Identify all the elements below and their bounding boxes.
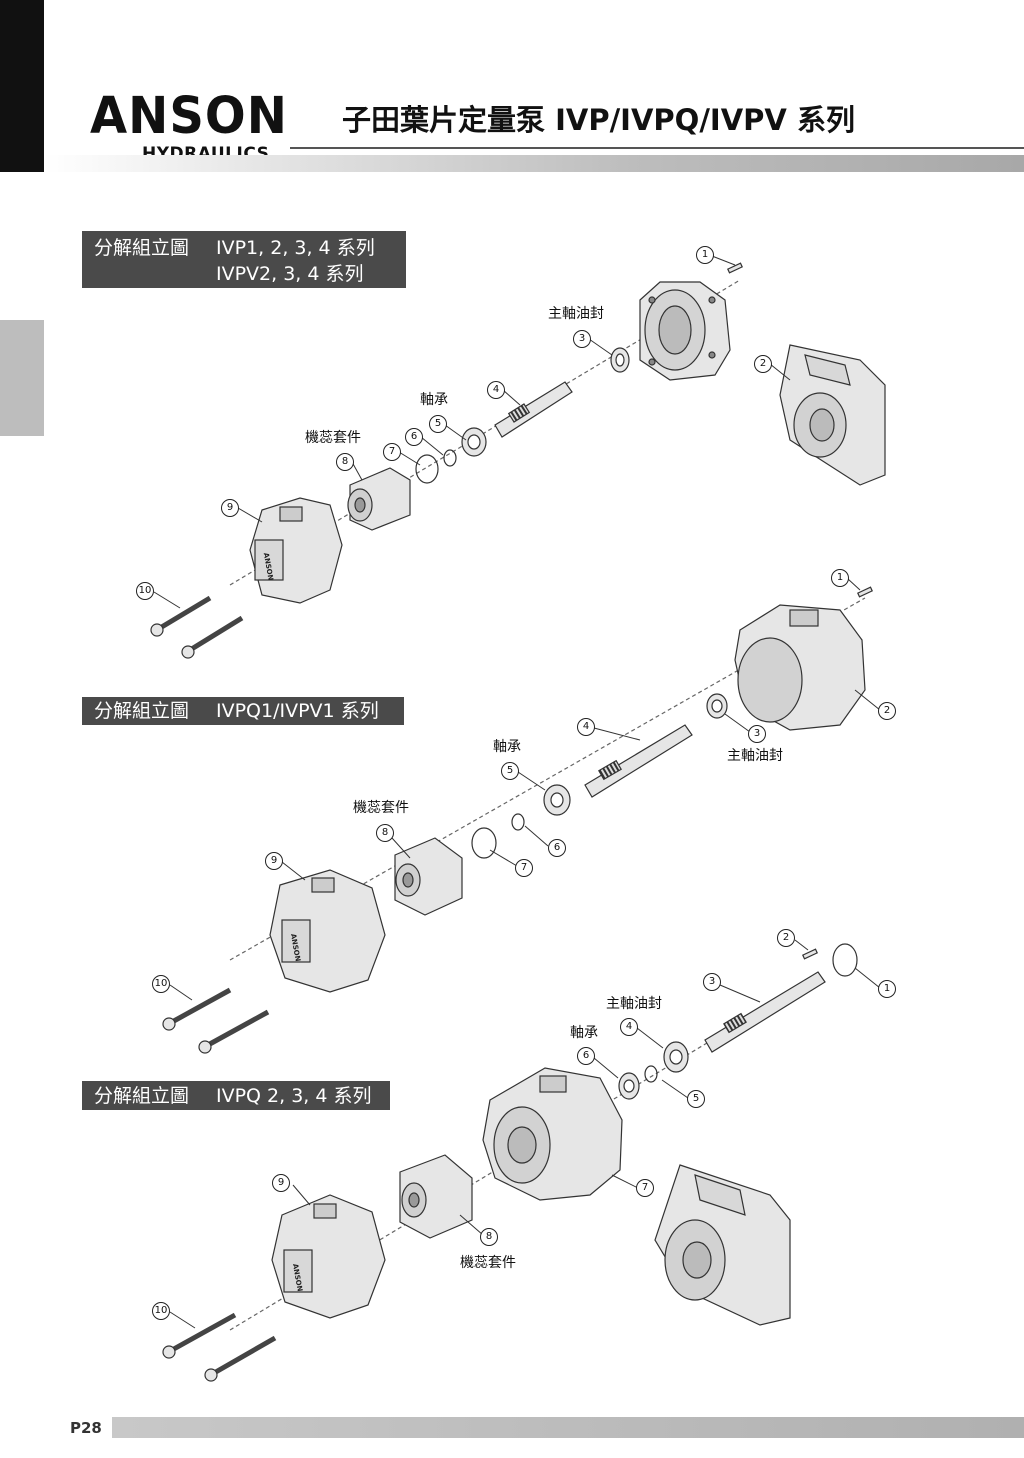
front-body-part — [639, 281, 731, 381]
oil-seal-part — [618, 1072, 640, 1100]
callout-d1-8: 8 — [336, 453, 354, 471]
section-series: IVPQ 2, 3, 4 系列 — [216, 1085, 372, 1107]
callout-d2-3: 3 — [748, 725, 766, 743]
bolt-part — [150, 595, 244, 659]
cartridge-part — [394, 837, 463, 916]
callout-d3-7: 7 — [636, 1179, 654, 1197]
callout-d2-4: 4 — [577, 718, 595, 736]
leader-lines — [153, 255, 881, 1329]
shaft-part — [584, 724, 693, 798]
bearing-part — [543, 784, 571, 816]
label-cartridge: 機蕊套件 — [305, 430, 361, 446]
callout-d2-2: 2 — [878, 702, 896, 720]
callout-d3-6: 6 — [577, 1047, 595, 1065]
bolt-part — [162, 1312, 277, 1382]
label-oil-seal: 主軸油封 — [548, 306, 604, 322]
callout-d2-1: 1 — [831, 569, 849, 587]
callout-d2-6: 6 — [548, 839, 566, 857]
cartridge-part — [347, 467, 411, 531]
callout-d1-7: 7 — [383, 443, 401, 461]
callout-d3-10: 10 — [152, 1302, 170, 1320]
o-ring-part — [415, 454, 439, 484]
ring-part — [443, 449, 457, 467]
label-bearing: 軸承 — [420, 392, 448, 408]
section-series: IVP1, 2, 3, 4 系列 — [216, 237, 375, 259]
footer-bar — [112, 1417, 1024, 1438]
o-ring-part — [832, 943, 858, 977]
section-series: IVPQ1/IVPV1 系列 — [216, 700, 379, 722]
section-series-2: IVPV2, 3, 4 系列 — [216, 263, 364, 285]
page-title: 子田葉片定量泵 IVP/IVPQ/IVPV 系列 — [342, 103, 855, 137]
callout-d1-5: 5 — [429, 415, 447, 433]
bolt-part — [162, 987, 270, 1054]
callout-d1-3: 3 — [573, 330, 591, 348]
callout-d2-9: 9 — [265, 852, 283, 870]
label-cartridge: 機蕊套件 — [460, 1255, 516, 1271]
section-header-ivpq234: 分解組立圖 IVPQ 2, 3, 4 系列 — [82, 1081, 390, 1110]
callout-d3-3: 3 — [703, 973, 721, 991]
callout-d3-5: 5 — [687, 1090, 705, 1108]
foot-mount-part — [654, 1164, 791, 1326]
ring-part — [644, 1065, 658, 1083]
diagram-3-assembly — [162, 943, 858, 1382]
callout-d2-10: 10 — [152, 975, 170, 993]
diagram-1-assembly — [150, 262, 886, 659]
section-label: 分解組立圖 — [94, 700, 190, 722]
callout-d3-1: 1 — [878, 980, 896, 998]
label-oil-seal: 主軸油封 — [727, 748, 783, 764]
pin-part — [857, 586, 873, 598]
section-header-ivp: 分解組立圖 IVP1, 2, 3, 4 系列 IVPV2, 3, 4 系列 — [82, 231, 406, 288]
rear-cover-part — [249, 497, 343, 604]
callout-d1-6: 6 — [405, 428, 423, 446]
pin-part — [802, 948, 818, 960]
callout-d1-4: 4 — [487, 381, 505, 399]
shaft-part — [704, 971, 826, 1053]
callout-d2-8: 8 — [376, 824, 394, 842]
section-label: 分解組立圖 — [94, 1085, 190, 1107]
callout-d1-1: 1 — [696, 246, 714, 264]
o-ring-part — [471, 827, 497, 859]
black-edge-tab — [0, 0, 44, 172]
cartridge-part — [399, 1154, 473, 1239]
shaft-part — [494, 381, 573, 438]
front-housing-part — [734, 604, 866, 731]
label-bearing: 軸承 — [493, 739, 521, 755]
diagram-2-assembly — [162, 586, 873, 1054]
page-number: P28 — [70, 1419, 102, 1437]
header-rule — [290, 147, 1024, 149]
gray-edge-tab — [0, 320, 44, 436]
bearing-part — [461, 427, 487, 457]
callout-d3-4: 4 — [620, 1018, 638, 1036]
callout-d3-9: 9 — [272, 1174, 290, 1192]
pin-part — [727, 262, 743, 274]
ring-part — [511, 813, 525, 831]
section-header-ivpq1: 分解組立圖 IVPQ1/IVPV1 系列 — [82, 697, 404, 725]
rear-cover-part — [271, 1194, 386, 1319]
label-cartridge: 機蕊套件 — [353, 800, 409, 816]
callout-d3-8: 8 — [480, 1228, 498, 1246]
callout-d3-2: 2 — [777, 929, 795, 947]
callout-d1-9: 9 — [221, 499, 239, 517]
label-oil-seal: 主軸油封 — [606, 996, 662, 1012]
label-bearing: 軸承 — [570, 1025, 598, 1041]
callout-d1-10: 10 — [136, 582, 154, 600]
foot-mount-part — [779, 344, 886, 486]
oil-seal-part — [706, 693, 728, 719]
callout-d2-7: 7 — [515, 859, 533, 877]
oil-seal-part — [610, 347, 630, 373]
callout-d2-5: 5 — [501, 762, 519, 780]
logo-main-text: ANSON — [90, 86, 288, 146]
section-label: 分解組立圖 — [94, 237, 190, 259]
front-housing-part — [482, 1067, 623, 1201]
callout-d1-2: 2 — [754, 355, 772, 373]
bearing-part — [663, 1041, 689, 1073]
header-gradient-bar — [44, 155, 1024, 172]
rear-cover-part — [269, 869, 386, 993]
